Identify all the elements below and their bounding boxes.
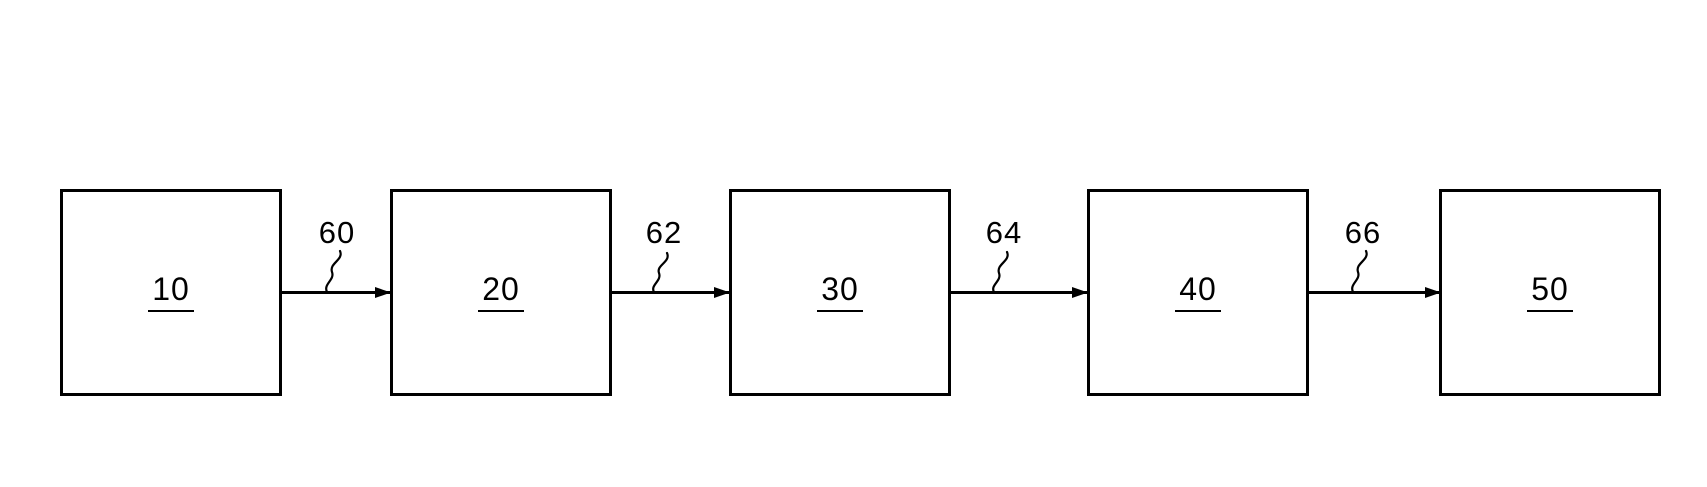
connector-label-64: 64 [985, 215, 1023, 250]
connector-label-66: 66 [1344, 215, 1382, 250]
block-50: 50 [1439, 189, 1661, 396]
leader-squiggle-60 [325, 249, 342, 294]
block-50-label: 50 [1527, 273, 1573, 312]
connector-label-60: 60 [318, 215, 356, 250]
block-20-label: 20 [478, 273, 524, 312]
block-10-label: 10 [148, 273, 194, 312]
block-40: 40 [1087, 189, 1309, 396]
block-40-label: 40 [1175, 273, 1221, 312]
block-30: 30 [729, 189, 951, 396]
connector-label-62: 62 [645, 215, 683, 250]
block-30-label: 30 [817, 273, 863, 312]
block-20: 20 [390, 189, 612, 396]
leader-squiggle-66 [1351, 249, 1368, 294]
leader-squiggle-62 [652, 251, 669, 294]
block-10: 10 [60, 189, 282, 396]
leader-squiggle-64 [992, 250, 1009, 294]
